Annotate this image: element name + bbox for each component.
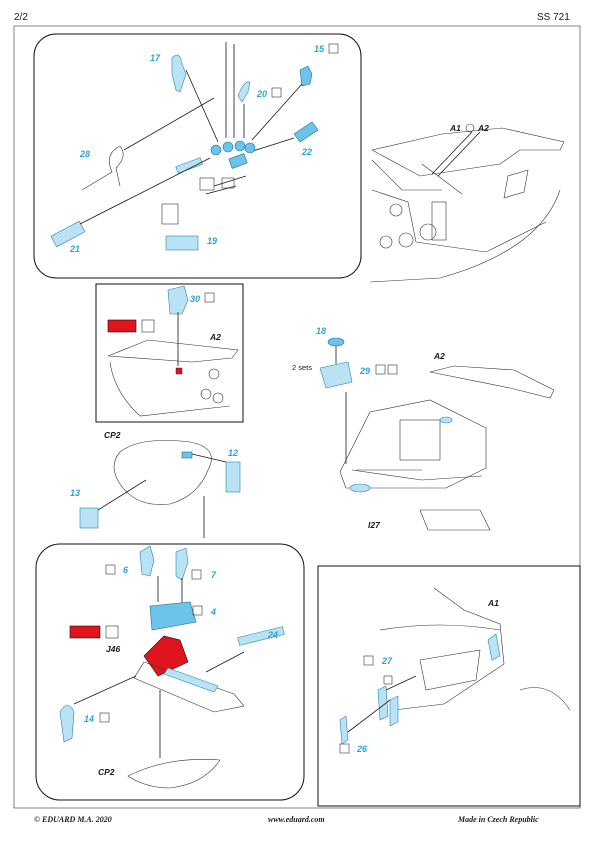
paint-red-swatch-2 — [69, 625, 101, 639]
part-28-shape — [81, 145, 124, 191]
part-30-shape — [167, 285, 189, 315]
check-icon — [204, 292, 215, 303]
label-part-7: 7 — [211, 570, 217, 580]
footer-copyright: © EDUARD M.A. 2020 — [34, 815, 112, 824]
part-7-shape — [175, 547, 189, 581]
label-part-18: 18 — [316, 326, 326, 336]
part-18-shape — [327, 337, 345, 347]
footer-origin: Made in Czech Republic — [458, 815, 539, 824]
label-a1-right: A1 — [487, 598, 499, 608]
panel-4-parts — [339, 587, 571, 745]
label-part-21: 21 — [69, 244, 80, 254]
part-24-shape — [237, 626, 285, 646]
label-part-26: 26 — [356, 744, 368, 754]
label-part-13: 13 — [70, 488, 80, 498]
panel-instrument-detail — [33, 33, 362, 279]
part-29-shape — [319, 361, 353, 389]
label-cp2-bottom: CP2 — [98, 767, 115, 777]
label-part-19: 19 — [207, 236, 217, 246]
label-a2-box: A2 — [209, 332, 221, 342]
label-part-4: 4 — [210, 607, 216, 617]
part-6-shape — [139, 545, 155, 577]
check-icon — [271, 87, 282, 98]
label-a1: A1 — [449, 123, 461, 133]
label-part-15: 15 — [314, 44, 325, 54]
check-icon — [105, 564, 116, 575]
label-part-24: 24 — [267, 630, 278, 640]
page-number: 2/2 — [14, 12, 28, 23]
check-icon — [328, 43, 339, 54]
label-part-30: 30 — [190, 294, 200, 304]
label-part-20: 20 — [256, 89, 267, 99]
cockpit-sketch-top — [369, 127, 565, 283]
part-22-shape — [293, 121, 319, 143]
cockpit-floor-sketch — [319, 337, 555, 531]
sheet-code: SS 721 — [537, 12, 570, 23]
check-icon — [99, 712, 110, 723]
label-part-12: 12 — [228, 448, 238, 458]
label-two-sets: 2 sets — [292, 363, 312, 372]
part-12-shape — [225, 461, 241, 493]
label-part-14: 14 — [84, 714, 94, 724]
part-4-shape — [149, 601, 197, 631]
remove-icon — [465, 123, 475, 133]
part-17-shape — [171, 54, 187, 93]
part-26-shape — [339, 715, 349, 745]
part-20-shape — [237, 81, 251, 103]
panel-a1-detail — [317, 565, 581, 807]
check-icon — [192, 605, 203, 616]
label-i27: I27 — [368, 520, 381, 530]
part-13-shape — [79, 507, 99, 529]
panel-2-parts — [107, 285, 239, 417]
part-14-shape — [59, 704, 75, 743]
remove-icon — [387, 364, 398, 375]
panel-1-parts — [50, 42, 319, 251]
canopy-top-shape — [113, 440, 212, 505]
label-j46: J46 — [106, 644, 120, 654]
label-a2: A2 — [477, 123, 489, 133]
panel-3-parts — [59, 545, 285, 789]
check-icon — [339, 743, 350, 754]
footer-url[interactable]: www.eduard.com — [268, 815, 325, 824]
part-19-shape — [165, 235, 199, 251]
label-part-27: 27 — [381, 656, 393, 666]
label-part-29: 29 — [359, 366, 370, 376]
label-part-17: 17 — [150, 53, 161, 63]
label-part-6: 6 — [123, 565, 129, 575]
part-27-shape — [377, 685, 389, 721]
part-21-shape — [50, 220, 86, 248]
label-part-22: 22 — [301, 147, 312, 157]
paint-red-swatch — [107, 319, 137, 333]
part-15-shape — [299, 65, 313, 87]
paint-black-white-icon — [105, 625, 119, 639]
paint-black-white-icon — [141, 319, 155, 333]
page-frame — [13, 25, 581, 809]
check-icon — [375, 364, 386, 375]
label-part-28: 28 — [79, 149, 90, 159]
check-icon — [363, 655, 374, 666]
check-icon — [191, 569, 202, 580]
label-a2-mid: A2 — [433, 351, 445, 361]
label-cp2-top: CP2 — [104, 430, 121, 440]
